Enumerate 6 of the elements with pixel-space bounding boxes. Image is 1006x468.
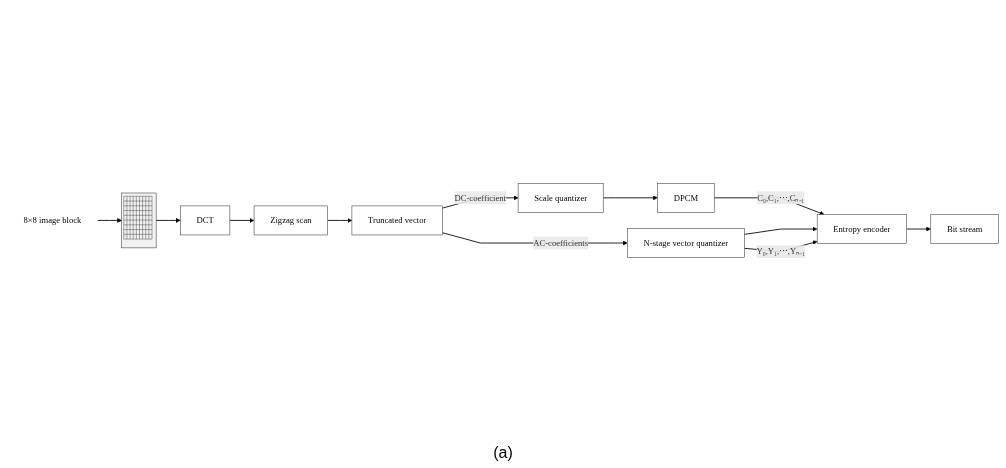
edge-label: DC-coefficient [454,193,507,203]
caption: (a) [493,443,513,463]
edge-label: AC-coefficients [533,238,589,248]
node-text: 8×8 image block [23,215,82,226]
edge-label: C₀,C₁,⋯,Cₙ₋₁ [757,193,805,203]
edge-label: Y₀,Y₁,⋯,Yₙ₋₁ [756,247,806,257]
